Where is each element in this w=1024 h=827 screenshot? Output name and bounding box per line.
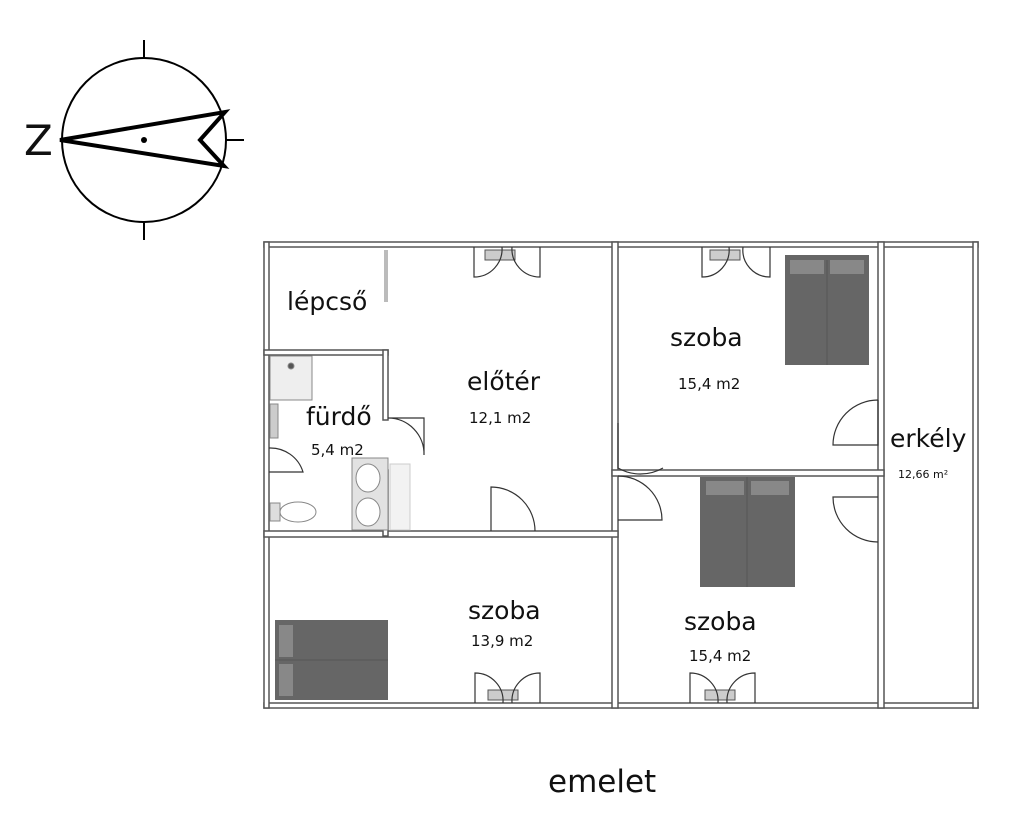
- window-swing: [689, 672, 719, 704]
- wall-left: [263, 241, 270, 709]
- bathroom-fixtures: [269, 355, 411, 531]
- window-swings: [473, 246, 771, 704]
- room-labels: lépcső előtér 12,1 m2 fürdő 5,4 m2 szoba…: [287, 287, 967, 665]
- door-szoba-bottom-left: [617, 475, 663, 521]
- door-bath-left: [268, 447, 304, 473]
- stair-railing: [384, 250, 388, 302]
- room-name-szoba-bottom-left: szoba: [468, 596, 541, 625]
- door-bathroom: [387, 417, 425, 456]
- window-swing: [726, 672, 756, 704]
- room-area-furdo: 5,4 m2: [311, 441, 364, 459]
- window-szoba-top: [709, 249, 741, 261]
- bed-icon: [700, 477, 795, 587]
- room-area-erkely: 12,66 m²: [898, 468, 948, 481]
- pillow-icon: [790, 260, 824, 274]
- pillow-icon: [279, 625, 293, 657]
- room-name-eloter: előtér: [467, 367, 541, 396]
- door-szoba-top-left: [617, 423, 664, 475]
- toilet-icon: [279, 501, 317, 523]
- wall-right-rooms: [611, 469, 885, 477]
- wall-lower-left: [263, 530, 619, 538]
- wall-bath-top: [263, 349, 389, 356]
- pillow-icon: [751, 481, 789, 495]
- floor-label: emelet: [548, 764, 656, 800]
- beds: [275, 255, 869, 700]
- room-area-szoba-top: 15,4 m2: [678, 375, 740, 393]
- doors: [268, 399, 879, 543]
- bed-icon: [785, 255, 869, 365]
- wall-bath-right-upper: [382, 349, 389, 421]
- pillow-icon: [706, 481, 744, 495]
- radiator-icon: [269, 403, 279, 439]
- cabinet-icon: [389, 463, 411, 531]
- window-swing: [474, 672, 504, 704]
- wall-top: [263, 241, 979, 248]
- room-area-szoba-bottom-right: 15,4 m2: [689, 647, 751, 665]
- compass-center-dot: [141, 137, 147, 143]
- window-swing: [701, 246, 730, 278]
- door-szoba-top-right: [832, 399, 879, 446]
- sink-icon: [355, 497, 381, 527]
- room-area-eloter: 12,1 m2: [469, 409, 531, 427]
- pillow-icon: [279, 664, 293, 696]
- room-name-furdo: fürdő: [306, 402, 372, 431]
- shower-drain-icon: [287, 362, 295, 370]
- wall-bottom: [263, 702, 979, 709]
- door-szoba-bottom-right: [832, 496, 879, 543]
- window-szoba-bottom-right: [704, 689, 736, 701]
- window-swing: [473, 246, 503, 278]
- window-swing: [742, 246, 771, 278]
- compass-rose: Z: [24, 40, 244, 240]
- door-eloter-bottom: [490, 486, 536, 532]
- bed-icon: [275, 620, 388, 700]
- pillow-icon: [830, 260, 864, 274]
- wall-right: [972, 241, 979, 709]
- window-swing: [511, 672, 541, 704]
- room-name-szoba-top: szoba: [670, 323, 743, 352]
- compass-letter: Z: [24, 116, 53, 165]
- room-name-lepcso: lépcső: [287, 287, 367, 316]
- room-area-szoba-bottom-left: 13,9 m2: [471, 632, 533, 650]
- window-swing: [511, 246, 541, 278]
- sink-icon: [355, 463, 381, 493]
- room-name-szoba-bottom-right: szoba: [684, 607, 757, 636]
- toilet-tank-icon: [269, 502, 281, 522]
- walls: [263, 241, 979, 709]
- room-name-erkely: erkély: [890, 424, 967, 453]
